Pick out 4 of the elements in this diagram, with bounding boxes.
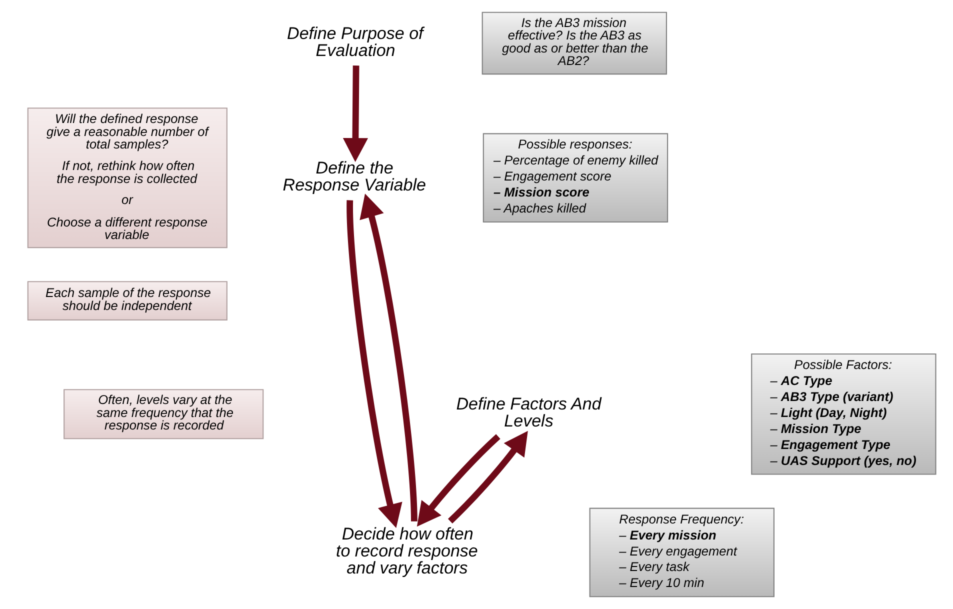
node-text: Decide how often to record response and vary factors	[336, 524, 478, 578]
node-text: Define Factors And Levels	[456, 394, 601, 431]
node-text: Define the Response Variable	[282, 158, 426, 194]
node-text: Define Purpose of Evaluation	[286, 24, 423, 60]
